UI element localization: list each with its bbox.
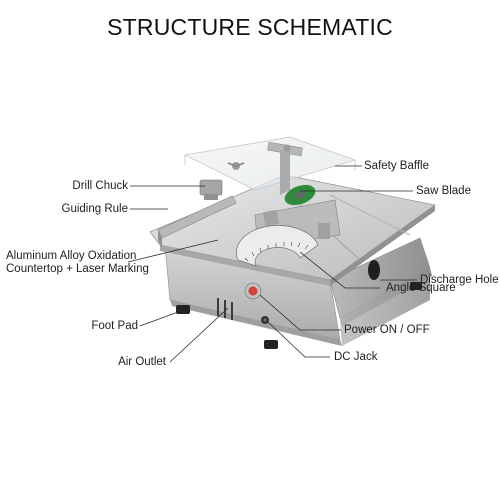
foot-pad-left: [176, 305, 190, 314]
power-switch-light: [248, 286, 258, 296]
drill-chuck: [199, 179, 223, 196]
leader-dc-jack: [267, 321, 330, 358]
label-aluminum-line2: Countertop + Laser Marking: [6, 263, 149, 275]
label-saw-blade: Saw Blade: [416, 185, 471, 197]
label-discharge-hole: Discharge Hole: [420, 274, 499, 286]
leader-air-outlet: [169, 307, 229, 363]
label-safety-baffle: Safety Baffle: [364, 160, 429, 172]
air-outlet-vents: [217, 298, 233, 320]
guiding-rule: [157, 195, 237, 239]
leader-lines: [127, 165, 417, 363]
leader-foot-pad: [139, 311, 179, 327]
label-drill-chuck: Drill Chuck: [72, 180, 128, 192]
label-aluminum-line1: Aluminum Alloy Oxidation: [6, 250, 137, 262]
diagram-title: STRUCTURE SCHEMATIC: [107, 14, 393, 40]
leader-power: [259, 294, 341, 331]
label-dc-jack: DC Jack: [334, 351, 378, 363]
countertop-edge: [160, 245, 330, 286]
label-air-outlet: Air Outlet: [118, 356, 166, 368]
leader-aluminum: [127, 239, 219, 263]
countertop-right-edge: [330, 205, 435, 286]
label-angle-square: Angle Square: [386, 282, 456, 294]
leader-angle-square: [299, 251, 380, 289]
label-power: Power ON / OFF: [344, 324, 430, 336]
discharge-hole: [368, 260, 380, 280]
foot-pad-right: [410, 282, 422, 290]
label-guiding-rule: Guiding Rule: [61, 203, 128, 215]
foot-pad-front: [264, 340, 278, 349]
body-side-lower-extension: [340, 268, 430, 346]
label-foot-pad: Foot Pad: [91, 320, 138, 332]
body-lower-band: [170, 300, 342, 346]
angle-square: [236, 225, 319, 267]
wing-nut-right: [283, 144, 291, 152]
